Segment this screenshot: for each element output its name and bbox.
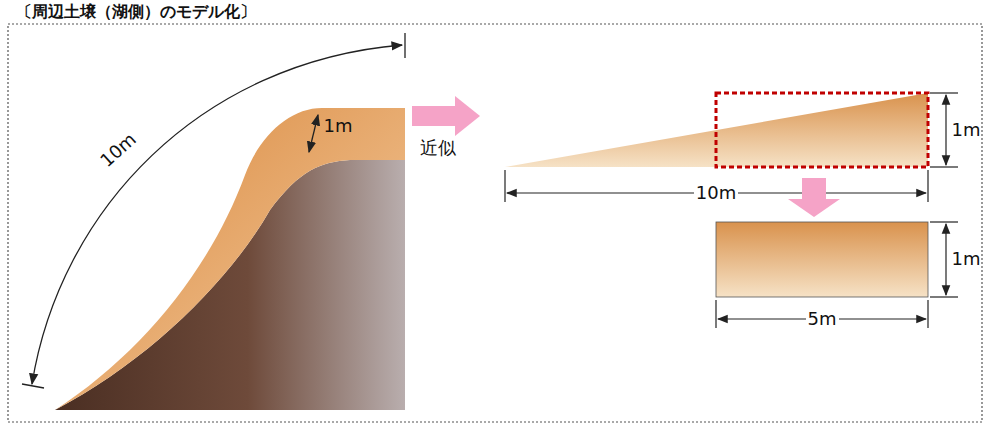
triangle-model	[505, 93, 928, 167]
height-dimension: 1m	[950, 249, 983, 269]
soil-layer	[55, 108, 405, 410]
tick	[930, 92, 958, 93]
length-dimension: 10m	[95, 128, 141, 172]
tick	[930, 221, 958, 222]
rectangle-model	[716, 222, 928, 297]
approx-arrow	[412, 96, 480, 136]
tick	[927, 300, 928, 328]
dim-arrow	[945, 95, 946, 165]
dim-arrow	[945, 224, 946, 295]
approx-label: 近似	[418, 138, 458, 158]
tick	[22, 384, 44, 388]
figure-title: 〔周辺土壌（湖側）のモデル化〕	[16, 3, 256, 21]
selection-box	[716, 93, 928, 167]
tick	[715, 300, 716, 328]
tick	[930, 296, 958, 297]
thickness-dimension: 1m	[322, 116, 355, 136]
length-arrow	[32, 45, 402, 384]
length-dimension: 10m	[694, 183, 738, 203]
thickness-arrow	[309, 115, 318, 152]
tick	[404, 33, 405, 58]
tick	[927, 170, 928, 202]
down-arrow	[788, 178, 840, 217]
tick	[504, 170, 505, 202]
height-dimension: 1m	[950, 120, 983, 140]
tick	[930, 166, 958, 167]
frame	[8, 24, 982, 422]
width-dimension: 5m	[806, 309, 839, 329]
